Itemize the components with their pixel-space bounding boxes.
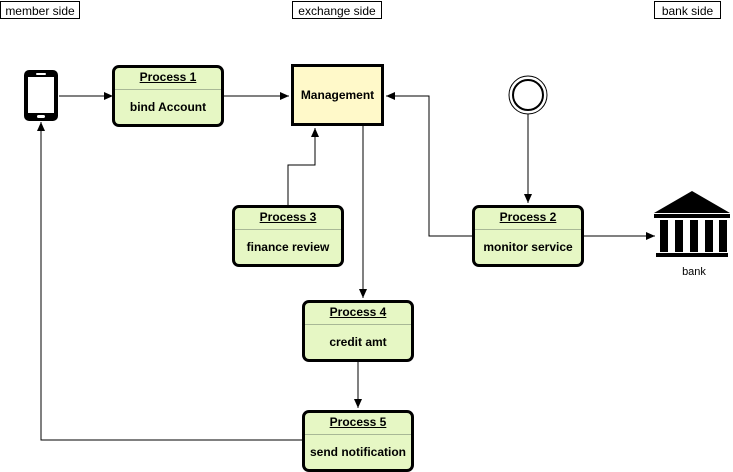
process-5-title: Process 5 <box>329 415 387 429</box>
process-2-title: Process 2 <box>499 210 557 224</box>
process-4-divider <box>305 324 411 325</box>
mobile-phone-icon <box>24 70 58 121</box>
process-3-divider <box>235 229 341 230</box>
process-1-label: bind Account <box>129 100 207 114</box>
bank-building-icon <box>654 191 730 257</box>
process-2-divider <box>475 229 581 230</box>
edge-process2-to-management <box>386 92 473 237</box>
process-3-title: Process 3 <box>259 210 317 224</box>
process-5-divider <box>305 434 411 435</box>
lane-label-bank: bank side <box>654 1 721 19</box>
process-5-label: send notification <box>310 445 406 459</box>
process-5-node[interactable]: Process 5 send notification <box>302 410 414 472</box>
process-4-label: credit amt <box>329 335 387 349</box>
process-1-divider <box>115 89 221 90</box>
process-3-node[interactable]: Process 3 finance review <box>232 205 344 267</box>
lane-label-member: member side <box>0 1 80 19</box>
process-1-node[interactable]: Process 1 bind Account <box>112 65 224 127</box>
management-node[interactable]: Management <box>291 64 384 126</box>
edge-process3-to-management <box>287 128 319 205</box>
process-3-label: finance review <box>246 240 330 254</box>
process-2-label: monitor service <box>483 240 573 254</box>
process-1-title: Process 1 <box>139 70 197 84</box>
start-event-icon <box>508 75 548 115</box>
edge-process5-to-phone <box>37 122 303 441</box>
bank-label: bank <box>682 266 706 278</box>
process-2-node[interactable]: Process 2 monitor service <box>472 205 584 267</box>
process-4-node[interactable]: Process 4 credit amt <box>302 300 414 362</box>
lane-label-exchange: exchange side <box>292 1 382 19</box>
process-4-title: Process 4 <box>329 305 387 319</box>
management-label: Management <box>300 88 375 102</box>
